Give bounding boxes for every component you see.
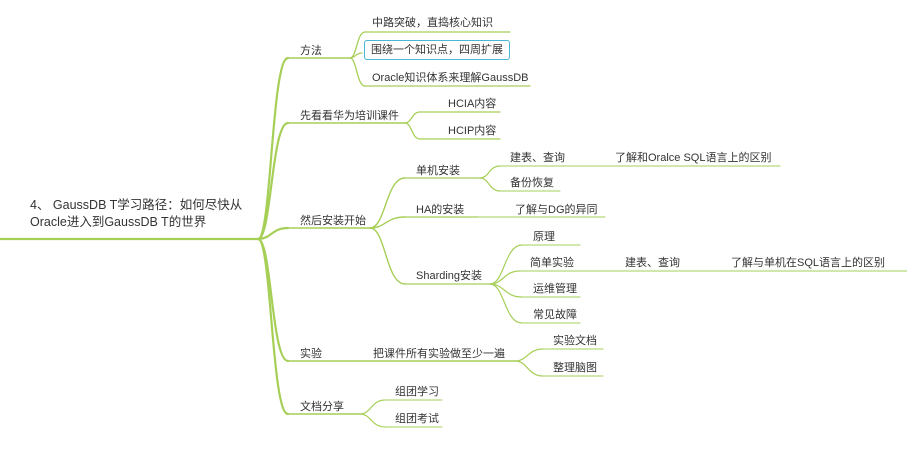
sharing-item-group-study[interactable]: 组团学习: [395, 386, 439, 398]
install-single[interactable]: 单机安装: [416, 165, 460, 177]
huawei-item-hcia[interactable]: HCIA内容: [448, 98, 497, 110]
branch-huawei-line-curve: [256, 121, 290, 241]
sharding-ops-management[interactable]: 运维管理: [533, 283, 577, 295]
sharding-principle[interactable]: 原理: [533, 231, 555, 243]
sharding-create-query[interactable]: 建表、查询: [625, 257, 680, 269]
sharding-create-query-note[interactable]: 了解与单机在SQL语言上的区别: [731, 257, 886, 269]
branch-huawei-courseware[interactable]: 先看看华为培训课件: [300, 110, 399, 122]
experiment-item-mindmap[interactable]: 整理脑图: [553, 362, 597, 374]
branch-experiment[interactable]: 实验: [300, 348, 322, 360]
install-c1: [369, 177, 406, 229]
experiment-task[interactable]: 把课件所有实验做至少一遍: [373, 348, 505, 360]
huawei-c1: [404, 111, 421, 124]
huawei-item-hcip[interactable]: HCIP内容: [448, 125, 497, 137]
root-topic-line2: Oracle进入到GaussDB T的世界: [30, 215, 207, 229]
branch-method[interactable]: 方法: [300, 45, 322, 57]
single-backup-restore[interactable]: 备份恢复: [510, 177, 554, 189]
huawei-c2: [404, 122, 421, 140]
sharding-simple-experiment[interactable]: 简单实验: [530, 257, 574, 269]
method-item-expand-selected[interactable]: 围绕一个知识点，四周扩展: [364, 40, 510, 60]
branch-method-line-curve: [256, 56, 290, 241]
branch-sharing-line-curve: [256, 237, 290, 416]
root-topic[interactable]: 4、 GaussDB T学习路径：如何尽快从 Oracle进入到GaussDB …: [30, 197, 242, 231]
branch-doc-sharing[interactable]: 文档分享: [300, 401, 344, 413]
branch-install[interactable]: 然后安装开始: [300, 215, 366, 227]
single-c1: [479, 165, 501, 179]
branch-install-line-curve: [256, 226, 290, 241]
sharing-item-group-exam[interactable]: 组团考试: [395, 413, 439, 425]
experiment-item-docs[interactable]: 实验文档: [553, 335, 597, 347]
ha-note[interactable]: 了解与DG的异同: [515, 204, 598, 216]
share-c2: [359, 413, 386, 428]
method-c2: [349, 52, 363, 59]
exp-c1: [514, 348, 544, 362]
install-sharding[interactable]: Sharding安装: [416, 270, 483, 282]
install-c2: [369, 216, 406, 229]
install-c3: [369, 227, 406, 285]
method-c3: [349, 57, 366, 87]
single-c2: [479, 177, 501, 192]
single-create-query[interactable]: 建表、查询: [510, 152, 565, 164]
root-topic-line1: 4、 GaussDB T学习路径：如何尽快从: [30, 198, 243, 212]
single-create-query-note[interactable]: 了解和Oralce SQL语言上的区别: [615, 152, 772, 164]
install-ha[interactable]: HA的安装: [416, 204, 465, 216]
method-item-oracle-knowledge[interactable]: Oracle知识体系来理解GaussDB: [372, 72, 529, 84]
method-item-breakthrough[interactable]: 中路突破，直捣核心知识: [372, 17, 493, 29]
sh-c1: [489, 244, 523, 285]
sh-c4: [489, 283, 523, 324]
share-c1: [359, 399, 386, 415]
exp-c2: [514, 360, 544, 377]
sharding-common-faults[interactable]: 常见故障: [533, 309, 577, 321]
